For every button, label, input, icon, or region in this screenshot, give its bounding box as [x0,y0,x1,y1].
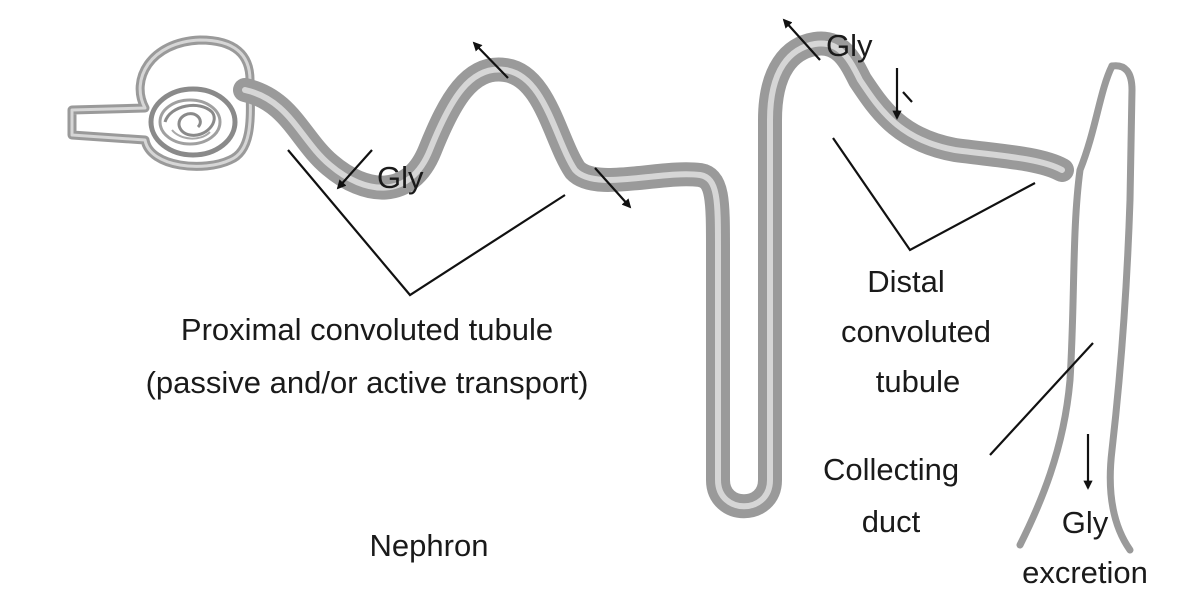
secretion-arrow-proximal [594,167,632,209]
glomerulus [148,86,238,158]
collecting-duct-label-line1: Collecting [823,452,959,487]
collecting-duct-label-line2: duct [862,504,921,539]
proximal-tubule-sublabel: (passive and/or active transport) [146,365,589,400]
reabsorption-arrow-loop [472,41,509,79]
proximal-leader [287,149,566,297]
gly-label-distal: Gly [826,28,873,63]
excretion-label-line2: excretion [1022,555,1148,590]
distal-tubule-label-line3: tubule [876,364,960,399]
secretion-arrow-distal [892,68,913,120]
collecting-duct [1016,62,1136,554]
distal-leader [832,137,1036,252]
renal-tubule [233,31,1074,519]
distal-tubule-label-line1: Distal [867,264,945,299]
distal-tubule-label-line2: convoluted [841,314,991,349]
reabsorption-arrow-distal [782,18,821,61]
proximal-tubule-label: Proximal convoluted tubule [181,312,553,347]
excretion-label-line1: Gly [1062,505,1109,540]
reabsorption-arrow-proximal [336,149,373,190]
gly-label-proximal: Gly [377,160,424,195]
collecting-duct-leader [989,342,1094,456]
nephron-label: Nephron [370,528,489,563]
